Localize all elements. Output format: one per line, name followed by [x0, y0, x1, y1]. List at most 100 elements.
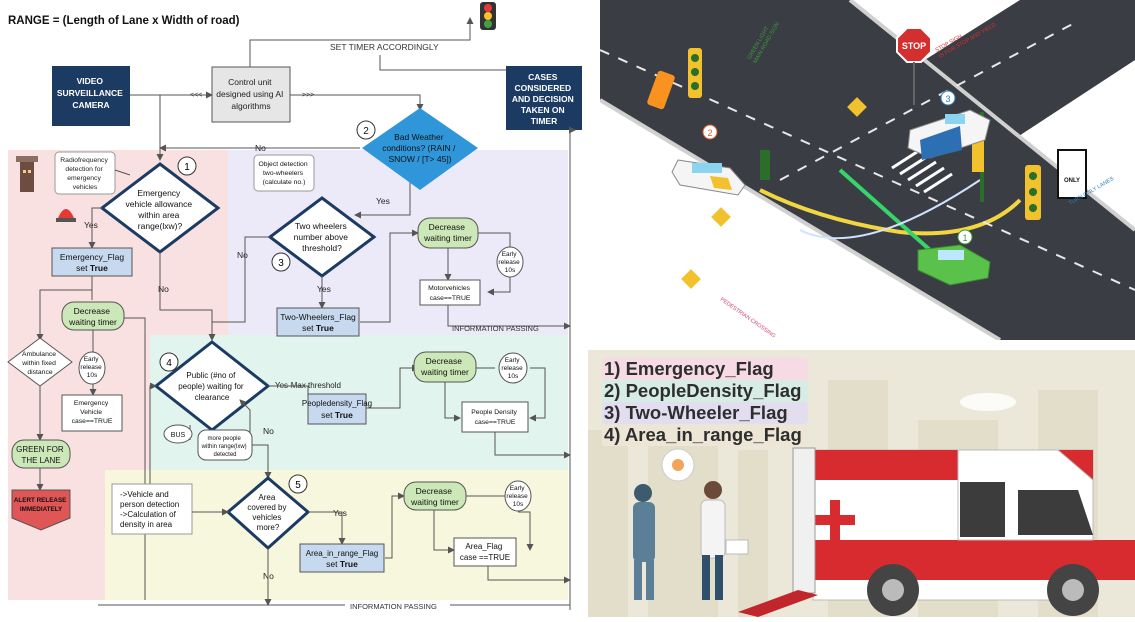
doctor-figure — [633, 484, 655, 600]
early1-line3: 10s — [87, 372, 98, 379]
decrease3-line1: Decrease — [429, 222, 466, 232]
tw-true: True — [316, 323, 334, 333]
turn-only-sign — [1057, 149, 1087, 199]
early-release-3 — [496, 246, 524, 278]
alert-box — [11, 489, 71, 531]
alert-line1: ALERT RELEASE — [14, 497, 66, 504]
camera-line2: SURVEILLANCE — [57, 88, 123, 98]
svg-text:Emergency Vehicle case: Emergency Vehicle case==TRUE — [72, 400, 113, 425]
more-line3: detected — [213, 452, 236, 458]
number-4: 4 — [166, 358, 172, 369]
emergency-true: True — [90, 263, 108, 273]
emergency-q-line3: within area — [137, 210, 179, 220]
traffic-light-icon — [760, 150, 770, 180]
area-yes-label: Yes — [333, 508, 347, 518]
number-2-badge — [356, 120, 376, 140]
ecase-line2: Vehicle — [80, 409, 102, 416]
objdet-line2: two-wheelers — [263, 170, 304, 177]
svg-text:Early release 10s: Early release 10s — [80, 356, 103, 379]
svg-text:Decrease waiting timer: Decrease waiting timer — [410, 486, 459, 507]
motor-line2: case==TRUE — [430, 295, 471, 302]
decrease5-line2: waiting timer — [410, 497, 459, 507]
area-line4: more? — [257, 523, 280, 532]
more-line1: more people — [207, 436, 241, 442]
early5-line1: Early — [510, 485, 526, 492]
emergency-case-box — [61, 394, 123, 432]
tw-q-line2: number above — [294, 232, 349, 242]
vp-line3: ->Calculation of — [120, 510, 177, 519]
early3-line1: Early — [502, 251, 518, 258]
arrows-right: >>> — [302, 92, 314, 99]
only-text: ONLY — [1064, 178, 1080, 184]
svg-text:Public (#no of people) wai: Public (#no of people) waiting for clear… — [178, 371, 246, 402]
objdet-line1: Object detection — [258, 161, 307, 168]
vp-line4: density in area — [120, 520, 173, 529]
car-2-label: 2 — [707, 128, 712, 138]
ecase-line1: Emergency — [74, 400, 109, 407]
two-wheeler-flag-box — [276, 307, 360, 337]
motor-line1: Motorvehicles — [428, 285, 471, 292]
early1-line1: Early — [84, 356, 100, 363]
svg-text:Control unit designed usin: Control unit designed using AI algorithm… — [216, 77, 285, 111]
people-true: True — [335, 410, 353, 420]
early4-line1: Early — [505, 357, 521, 364]
weather-line1: Bad Weather — [394, 132, 444, 142]
svg-text:set True: set True — [326, 559, 358, 569]
stop-sign-icon — [896, 27, 932, 63]
early3-line2: release — [498, 259, 520, 266]
svg-text:Area covered by vehicl: Area covered by vehicles more? — [247, 493, 288, 532]
number-5-badge — [288, 474, 308, 494]
vp-line1: ->Vehicle and — [120, 490, 169, 499]
number-3: 3 — [278, 258, 284, 269]
svg-text:Area_Flag case ==TRUE: Area_Flag case ==TRUE — [460, 542, 510, 562]
early5-line2: release — [506, 493, 528, 500]
cases-line2: CONSIDERED — [514, 83, 571, 93]
decrease1-line1: Decrease — [74, 306, 111, 316]
acase-line2: case ==TRUE — [460, 553, 510, 562]
rf-note — [54, 151, 116, 195]
emergency-no-label: No — [158, 284, 169, 294]
svg-text:ALERT RELEASE IMMEDIATELY: ALERT RELEASE IMMEDIATELY — [14, 497, 68, 513]
emergency-yes-label: Yes — [84, 220, 98, 230]
people-set: set — [321, 410, 335, 420]
weather-decision — [362, 108, 478, 190]
people-case-box — [461, 401, 529, 433]
motor-case-box — [419, 279, 481, 306]
flag-list: 1) Emergency_Flag 2) PeopleDensity_Flag … — [602, 358, 808, 446]
acase-line1: Area_Flag — [465, 542, 502, 551]
video-camera-box — [52, 66, 130, 126]
rf-line1: Radiofrequency — [60, 157, 108, 164]
flag-item-area-in-range: 4) Area_in_range_Flag — [602, 424, 808, 446]
public-no-label: No — [263, 426, 274, 436]
road-illustration: STOP STOP SIGN IS FOR STOP AND YIELD GRE… — [598, 0, 1135, 342]
rf-line2: detection for — [65, 166, 103, 173]
tw-q-line3: threshold? — [302, 243, 342, 253]
public-line2: people) waiting for — [178, 382, 244, 391]
svg-text:Early release 10s: Early release 10s — [498, 251, 521, 274]
svg-text:GREEN FOR THE LANE: GREEN FOR THE LANE — [16, 445, 66, 465]
flags-illustration: 1) Emergency_Flag 2) PeopleDensity_Flag … — [588, 350, 1135, 617]
cases-line3: AND DECISION — [512, 94, 574, 104]
control-unit-box — [211, 66, 291, 123]
tw-q-line1: Two wheelers — [295, 221, 347, 231]
rf-line3: emergency — [67, 175, 101, 182]
number-2: 2 — [363, 126, 369, 137]
area-line1: Area — [258, 493, 275, 502]
number-4-badge — [159, 352, 179, 372]
object-detection-note — [253, 154, 315, 192]
svg-text:Bad Weather conditions? (: Bad Weather conditions? (RAIN / SNOW / [… — [382, 132, 458, 164]
svg-text:->Vehicle and person detec: ->Vehicle and person detection ->Calcula… — [120, 490, 181, 529]
area-flag-label: Area_in_range_Flag — [306, 549, 379, 558]
bus-label: BUS — [171, 432, 186, 439]
svg-text:Motorvehicles case==TRUE: Motorvehicles case==TRUE — [428, 285, 472, 302]
info-passing-2: INFORMATION PASSING — [350, 602, 437, 611]
people-flag-box — [307, 393, 367, 425]
more-people-node — [197, 429, 253, 461]
taxi-car — [671, 159, 746, 196]
tw-no-label: No — [237, 250, 248, 260]
decrease-timer-5 — [403, 481, 467, 511]
flowchart-svg: RANGE = (Length of Lane x Width of road)… — [7, 2, 582, 611]
early5-line3: 10s — [513, 501, 524, 508]
info-passing-1: INFORMATION PASSING — [452, 324, 539, 333]
area-line2: covered by — [247, 503, 286, 512]
